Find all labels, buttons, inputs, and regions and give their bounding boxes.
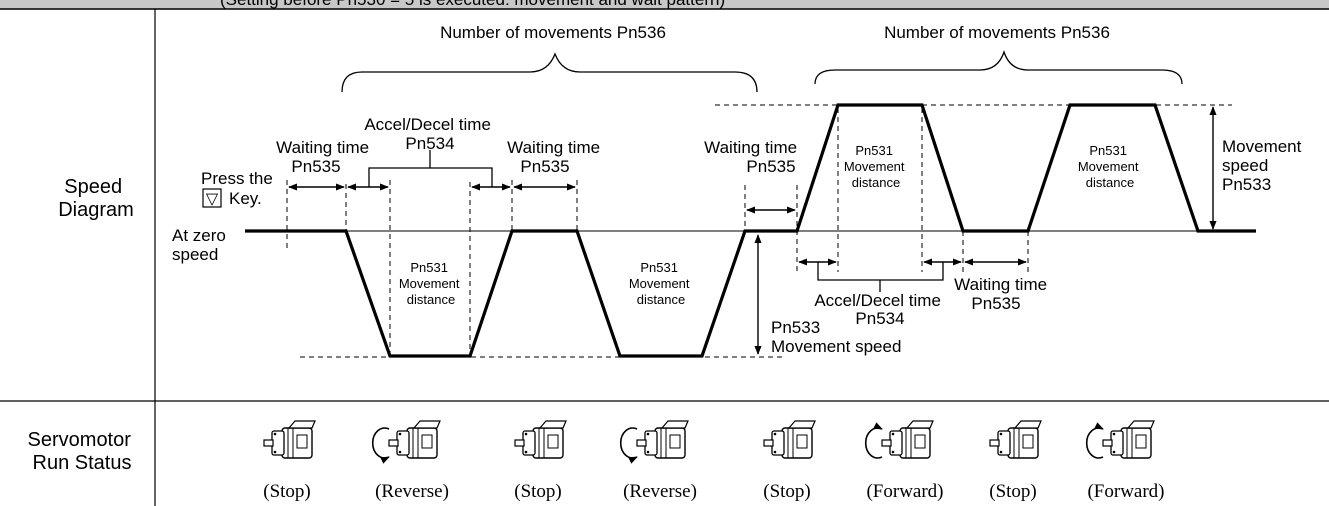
run-status-text: (Forward): [1087, 481, 1164, 502]
accel-decel-label-top: Accel/Decel time Pn534: [364, 115, 495, 153]
down-key-symbol: ▽: [206, 189, 219, 208]
servomotor-icon: [989, 420, 1042, 459]
movement-speed-label-bottom: Pn533 Movement speed: [771, 318, 901, 356]
speed-diagram-label: Speed Diagram: [58, 176, 134, 221]
accel-bracket-bottom: [817, 262, 944, 281]
movement-distance-label-2: Pn531 Movement distance: [629, 260, 693, 307]
waiting-time-label-3: Waiting time Pn535: [704, 138, 802, 176]
movement-speed-label-right: Movement speed Pn533: [1222, 137, 1306, 194]
run-status-text: (Reverse): [623, 481, 697, 502]
reverse-rotation-icon: [371, 427, 390, 464]
waiting-time-label-1: Waiting time Pn535: [276, 138, 374, 176]
waiting-time-label-2: Waiting time Pn535: [507, 138, 605, 176]
movements-label-right: Number of movements Pn536: [884, 23, 1110, 42]
servomotor-icon: [371, 420, 441, 464]
run-status-text: (Stop): [514, 481, 562, 502]
accel-bracket-top: [368, 167, 493, 187]
movement-distance-label-3: Pn531 Movement distance: [844, 143, 908, 190]
header-band: [0, 0, 1329, 9]
reverse-rotation-icon: [619, 427, 638, 464]
time-dimension-arrows: [288, 183, 1027, 266]
press-key-label: Press the Key.: [201, 169, 278, 208]
run-status-text: (Stop): [989, 481, 1037, 502]
movement-distance-label-1: Pn531 Movement distance: [399, 260, 463, 307]
servomotor-icon: [263, 420, 316, 459]
servomotor-icon: [619, 420, 689, 464]
run-status-text: (Stop): [763, 481, 811, 502]
movements-brace-left: [341, 52, 758, 93]
movement-distance-label-4: Pn531 Movement distance: [1078, 143, 1142, 190]
header-text: (Setting before Pn530 = 5 is executed: m…: [220, 0, 725, 9]
servomotor-icon: [763, 420, 816, 459]
run-status-text: (Forward): [866, 481, 943, 502]
at-zero-speed-label: At zero speed: [172, 226, 231, 264]
servomotor-icon: [1085, 420, 1155, 459]
run-status-text: (Stop): [263, 481, 311, 502]
accel-decel-label-bottom: Accel/Decel time Pn534: [814, 291, 945, 328]
speed-profile-line: [245, 103, 1256, 358]
forward-rotation-icon: [864, 422, 883, 459]
forward-rotation-icon: [1085, 422, 1104, 459]
waiting-time-label-4: Waiting time Pn535: [954, 275, 1052, 313]
servomotor-icon: [514, 420, 567, 459]
run-status-text: (Reverse): [375, 481, 449, 502]
movements-brace-right: [814, 49, 1183, 85]
movements-label-left: Number of movements Pn536: [440, 23, 666, 42]
down-key-icon: [202, 188, 222, 208]
servomotor-icon: [864, 420, 934, 459]
run-status-label: Servomotor Run Status: [28, 429, 137, 474]
run-status-texts: (Stop) (Reverse) (Stop) (Reverse) (Stop)…: [263, 481, 1164, 502]
dashed-reference-lines: [286, 104, 1232, 358]
